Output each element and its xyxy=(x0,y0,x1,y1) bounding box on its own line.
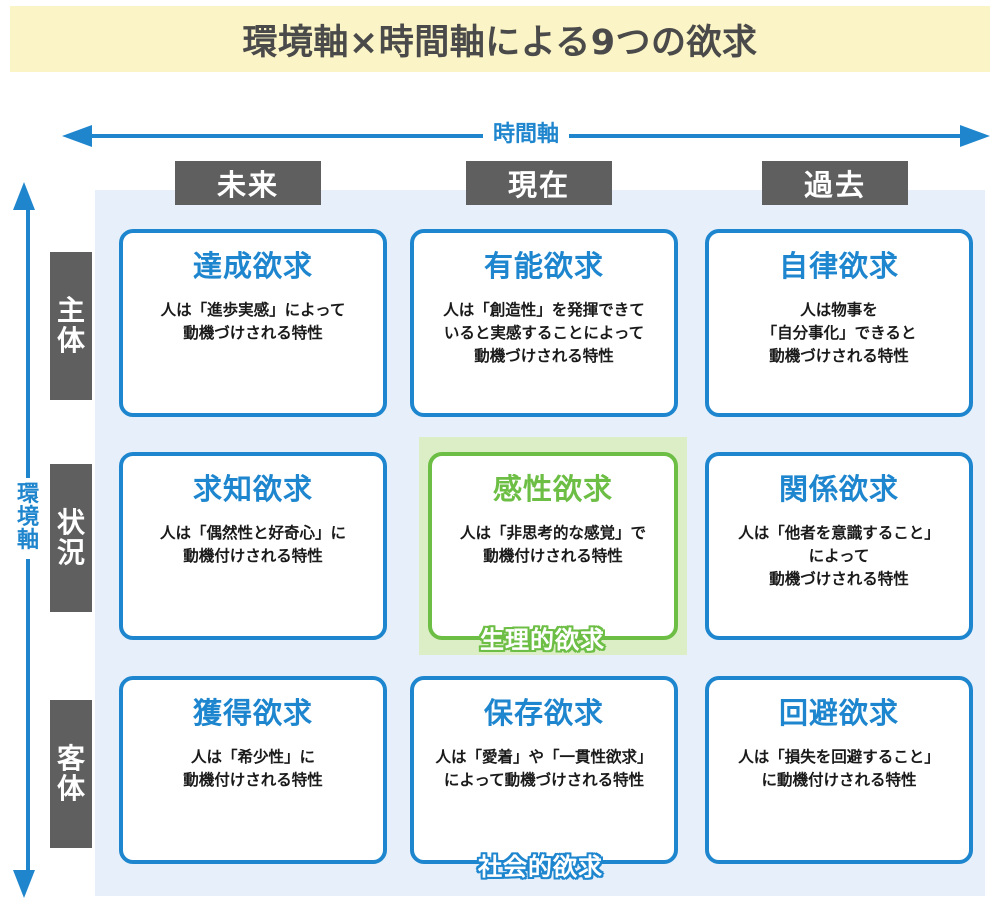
column-header-past: 過去 xyxy=(762,161,908,205)
row-header-char-0: 客 xyxy=(56,742,85,776)
cell-description: 人は「創造性」を発揮できて いると実感することによって 動機づけされる特性 xyxy=(443,300,645,366)
cell-title: 求知欲求 xyxy=(192,472,313,506)
row-header-subject: 主 体 xyxy=(50,252,92,400)
row-header-label: 客 体 xyxy=(57,744,85,803)
cell-title: 関係欲求 xyxy=(778,472,899,506)
vertical-axis: 環 境 軸 xyxy=(6,182,50,898)
cell-description: 人は「愛着」や「一貫性欲求」 によって動機づけされる特性 xyxy=(435,747,653,790)
cell-title: 自律欲求 xyxy=(778,249,899,283)
cell-description: 人は「偶然性と好奇心」に 動機付けされる特性 xyxy=(159,523,346,566)
cell-card-achievement[interactable]: 達成欲求 人は「進歩実感」によって 動機づけされる特性 xyxy=(119,229,387,417)
arrow-down-icon xyxy=(13,870,35,898)
cell-description: 人は「進歩実感」によって 動機づけされる特性 xyxy=(160,300,346,343)
horizontal-axis: 時間軸 xyxy=(62,116,990,152)
group-label-social: 社会的欲求 xyxy=(477,852,604,883)
cell-card-acquisition[interactable]: 獲得欲求 人は「希少性」に 動機付けされる特性 xyxy=(119,676,387,864)
column-header-present: 現在 xyxy=(466,161,612,205)
column-header-label: 未来 xyxy=(216,168,279,202)
row-header-char-1: 体 xyxy=(56,772,85,805)
cell-description: 人は「希少性」に 動機付けされる特性 xyxy=(183,747,323,790)
vertical-axis-label-char-2: 軸 xyxy=(16,527,39,553)
row-header-situation: 状 況 xyxy=(50,464,92,612)
vertical-axis-label-char-0: 環 xyxy=(16,482,39,507)
title-banner: 環境軸×時間軸による9つの欲求 xyxy=(10,6,990,72)
cell-description: 人は「他者を意識すること」 によって 動機づけされる特性 xyxy=(738,523,940,589)
cell-card-autonomy[interactable]: 自律欲求 人は物事を 「自分事化」できると 動機づけされる特性 xyxy=(705,229,973,417)
arrow-up-icon xyxy=(13,182,35,210)
arrow-right-icon xyxy=(960,125,990,147)
group-label-physiological: 生理的欲求 xyxy=(479,625,606,656)
cell-card-relatedness[interactable]: 関係欲求 人は「他者を意識すること」 によって 動機づけされる特性 xyxy=(705,452,973,640)
row-header-char-0: 状 xyxy=(56,506,85,540)
column-header-label: 過去 xyxy=(803,168,866,202)
row-header-object: 客 体 xyxy=(50,700,92,848)
row-header-label: 主 体 xyxy=(57,296,85,355)
cell-title: 回避欲求 xyxy=(778,696,899,730)
cell-description: 人は「損失を回避すること」 に動機付けされる特性 xyxy=(738,747,940,790)
cell-card-curiosity[interactable]: 求知欲求 人は「偶然性と好奇心」に 動機付けされる特性 xyxy=(119,452,387,640)
column-header-label: 現在 xyxy=(507,168,570,202)
cell-title: 獲得欲求 xyxy=(192,696,313,730)
cell-card-sensibility[interactable]: 感性欲求 人は「非思考的な感覚」で 動機付けされる特性 xyxy=(428,452,678,640)
arrow-left-icon xyxy=(62,125,92,147)
column-header-future: 未来 xyxy=(175,161,321,205)
cell-title: 達成欲求 xyxy=(192,249,313,283)
cell-card-avoidance[interactable]: 回避欲求 人は「損失を回避すること」 に動機付けされる特性 xyxy=(705,676,973,864)
row-header-label: 状 況 xyxy=(57,508,85,567)
cell-description: 人は物事を 「自分事化」できると 動機づけされる特性 xyxy=(761,300,917,366)
row-header-char-0: 主 xyxy=(56,294,85,328)
row-header-char-1: 体 xyxy=(56,324,85,357)
row-header-char-1: 況 xyxy=(56,536,85,569)
cell-card-preservation[interactable]: 保存欲求 人は「愛着」や「一貫性欲求」 によって動機づけされる特性 xyxy=(410,676,678,864)
cell-description: 人は「非思考的な感覚」で 動機付けされる特性 xyxy=(459,523,646,566)
cell-title: 有能欲求 xyxy=(483,249,604,283)
vertical-axis-label: 環 境 軸 xyxy=(8,478,48,559)
horizontal-axis-label: 時間軸 xyxy=(482,116,570,148)
cell-title: 感性欲求 xyxy=(492,472,613,506)
vertical-axis-label-char-1: 境 xyxy=(16,504,39,530)
cell-card-competence[interactable]: 有能欲求 人は「創造性」を発揮できて いると実感することによって 動機づけされる… xyxy=(410,229,678,417)
page-title: 環境軸×時間軸による9つの欲求 xyxy=(242,22,758,63)
cell-title: 保存欲求 xyxy=(483,696,604,730)
